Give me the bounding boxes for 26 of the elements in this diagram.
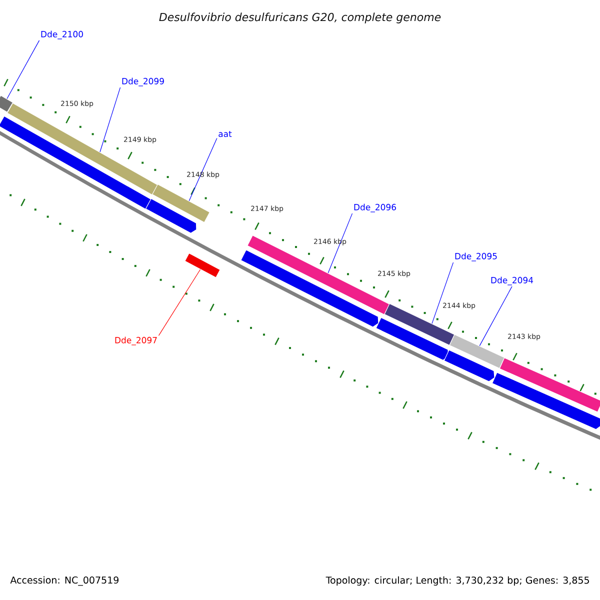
gene-label: Dde_2095 [455,252,497,262]
leader-line [6,40,40,100]
coding-sequence-block [145,198,197,234]
footer-text: Topology: circular; Length: 3,730,232 bp; Genes: 3,855 [326,576,589,586]
title: Desulfovibrio desulfuricans G20, complete genome [159,12,441,24]
gene-bar [184,252,220,278]
gene-label: Dde_2099 [122,78,164,86]
leader-line [188,138,218,202]
leader-line [432,262,454,324]
gene-bar [449,334,505,369]
footer-text: Accession: NC_007519 [10,576,118,586]
gene-bar [6,102,158,196]
coding-sequence-block [444,350,495,382]
gene-label: Dde_2094 [491,276,534,286]
coding-sequence-block [0,116,154,211]
gene-label: aat [218,130,232,138]
leader-line [100,87,121,152]
gene-label: Dde_2100 [41,30,83,40]
gene-bar [152,184,210,223]
gene-bar [499,357,600,412]
gene-label: Dde_2097 [115,336,157,346]
gene-label: Dde_2096 [354,204,396,212]
leader-line [328,213,353,274]
coding-sequence-block [492,372,600,430]
coding-sequence-block [376,317,449,361]
leader-line [158,269,201,336]
